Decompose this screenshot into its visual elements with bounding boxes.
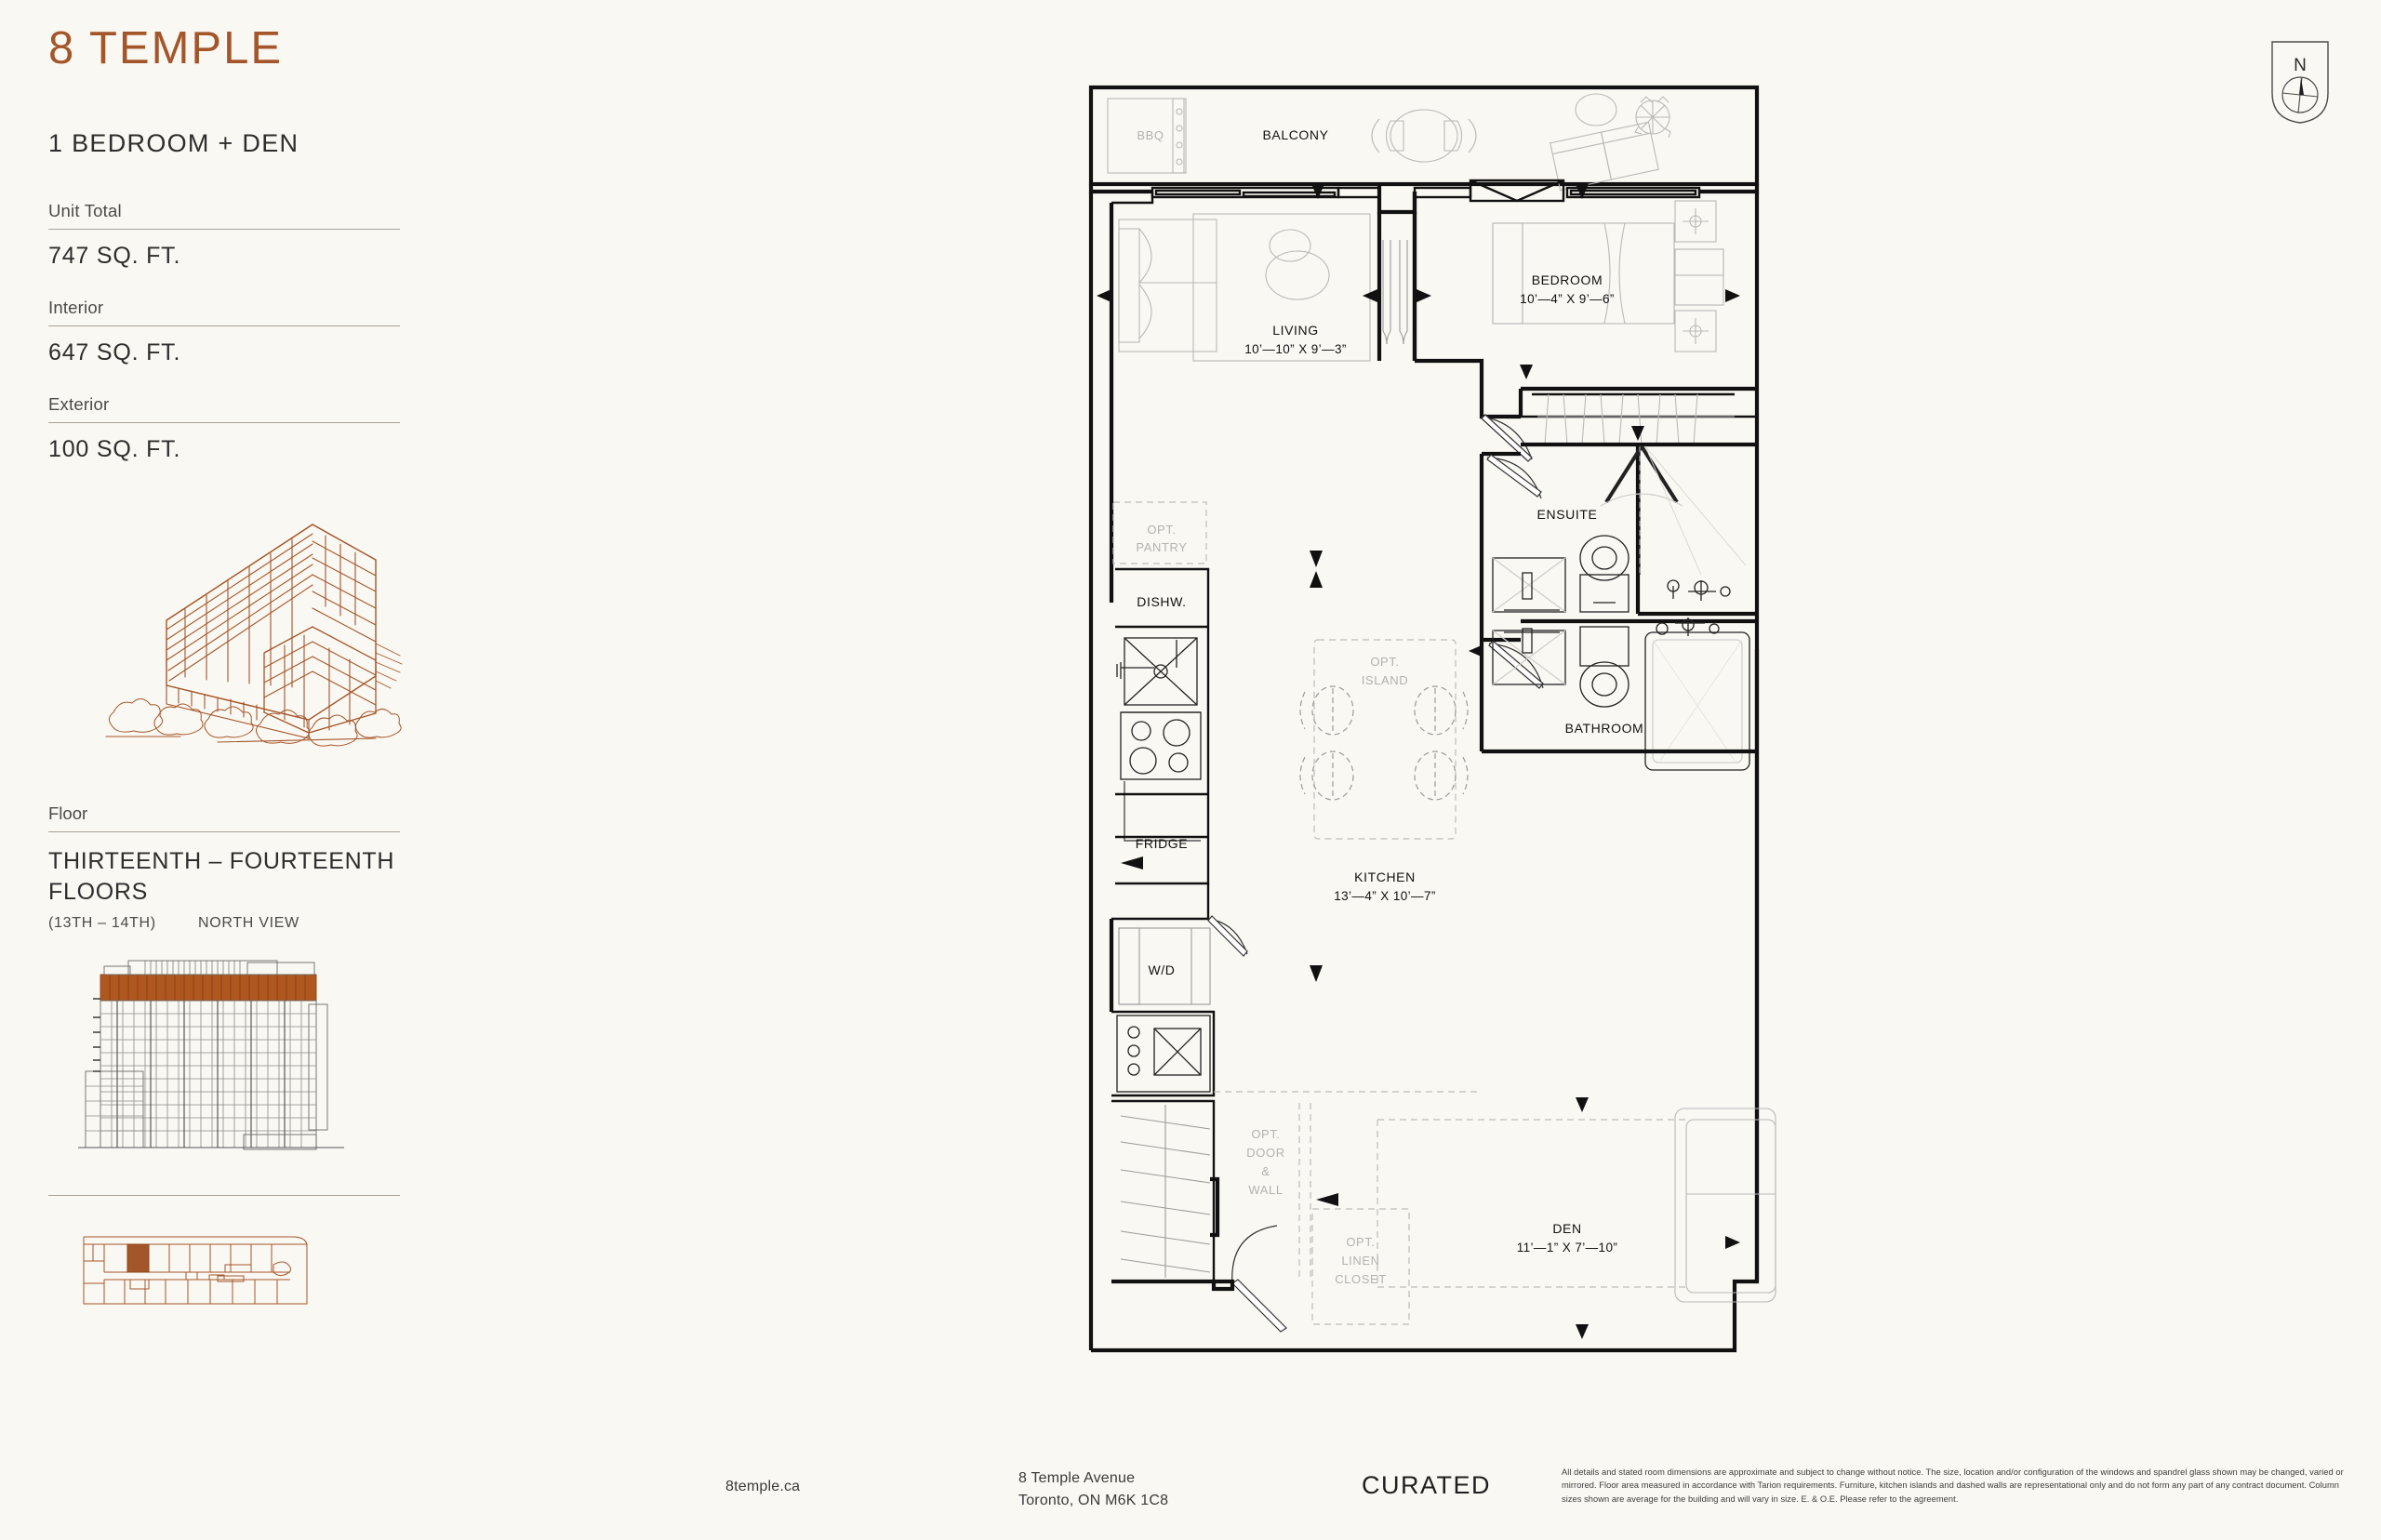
floor-view: NORTH VIEW bbox=[197, 915, 299, 931]
spec-label-unit-total: Unit Total bbox=[48, 201, 400, 230]
plan-label-opt-linen-2: LINEN bbox=[1341, 1254, 1379, 1268]
spec-value-unit-total: 747 SQ. FT. bbox=[48, 243, 181, 269]
plan-label-opt-door-1: OPT. bbox=[1251, 1127, 1280, 1141]
plan-label-balcony: BALCONY bbox=[1262, 127, 1328, 142]
plan-dims-kitchen: 13’—4” X 10’—7” bbox=[1334, 889, 1436, 903]
footer-address-line2: Toronto, ON M6K 1C8 bbox=[1018, 1493, 1169, 1508]
key-plan-diagram bbox=[76, 1224, 346, 1308]
plan-label-bbq: BBQ bbox=[1137, 128, 1164, 142]
keyplan-divider bbox=[48, 1195, 400, 1196]
plan-label-opt-door-2: DOOR bbox=[1246, 1146, 1284, 1160]
footer-disclaimer: All details and stated room dimensions a… bbox=[1562, 1467, 2344, 1504]
spec-exterior: Exterior 100 SQ. FT. bbox=[48, 394, 402, 463]
floor-sub: (13TH – 14TH) NORTH VIEW bbox=[48, 908, 402, 932]
compass-north-letter: N bbox=[2294, 56, 2307, 75]
footer-address: 8 Temple Avenue Toronto, ON M6K 1C8 bbox=[1018, 1467, 1168, 1512]
plan-label-opt-island-2: ISLAND bbox=[1362, 673, 1409, 687]
plan-label-opt-door-4: WALL bbox=[1248, 1183, 1283, 1197]
building-perspective-illustration bbox=[69, 504, 432, 764]
plan-dims-bedroom: 10’—4” X 9’—6” bbox=[1520, 292, 1615, 306]
unit-type-heading: 1 BEDROOM + DEN bbox=[48, 129, 299, 157]
plan-label-bathroom: BATHROOM bbox=[1565, 721, 1644, 736]
floor-label: Floor bbox=[48, 803, 400, 832]
plan-label-kitchen: KITCHEN bbox=[1354, 870, 1416, 884]
building-elevation-diagram bbox=[65, 950, 372, 1178]
plan-label-opt-pantry-1: OPT. bbox=[1147, 523, 1176, 537]
plan-label-living: LIVING bbox=[1272, 323, 1319, 338]
spec-label-interior: Interior bbox=[48, 298, 400, 326]
plan-label-fridge: FRIDGE bbox=[1136, 836, 1189, 851]
spec-value-exterior: 100 SQ. FT. bbox=[48, 436, 181, 462]
floor-value: THIRTEENTH – FOURTEENTH FLOORS bbox=[48, 848, 395, 905]
footer-address-line1: 8 Temple Avenue bbox=[1018, 1470, 1136, 1486]
spec-unit-total: Unit Total 747 SQ. FT. bbox=[48, 201, 402, 270]
plan-label-opt-pantry-2: PANTRY bbox=[1136, 540, 1187, 554]
spec-label-exterior: Exterior bbox=[48, 394, 400, 423]
floor-range: (13TH – 14TH) bbox=[48, 915, 156, 931]
plan-label-opt-door-3: & bbox=[1261, 1164, 1270, 1178]
curated-logo: CURATED bbox=[1362, 1471, 1492, 1499]
spec-value-interior: 647 SQ. FT. bbox=[48, 339, 181, 365]
floor-block: Floor THIRTEENTH – FOURTEENTH FLOORS (13… bbox=[48, 803, 402, 932]
sidebar: 8 TEMPLE 1 BEDROOM + DEN Unit Total 747 … bbox=[48, 23, 403, 1308]
plan-label-dishwasher: DISHW. bbox=[1137, 594, 1186, 609]
plan-dims-living: 10’—10” X 9’—3” bbox=[1244, 342, 1347, 356]
plan-label-opt-island-1: OPT. bbox=[1370, 655, 1399, 669]
plan-label-bedroom: BEDROOM bbox=[1532, 272, 1603, 287]
footer-website[interactable]: 8temple.ca bbox=[725, 1479, 801, 1494]
plan-label-washer-dryer: W/D bbox=[1148, 962, 1175, 977]
brand-title: 8 TEMPLE bbox=[48, 23, 284, 73]
plan-label-den: DEN bbox=[1552, 1221, 1581, 1236]
plan-dims-den: 11’—1” X 7’—10” bbox=[1517, 1241, 1618, 1255]
plan-label-opt-linen-1: OPT. bbox=[1346, 1235, 1375, 1249]
spec-interior: Interior 647 SQ. FT. bbox=[48, 298, 402, 366]
floor-plan-drawing: .w { fill:none; stroke:#111; stroke-widt… bbox=[1084, 82, 1790, 1356]
compass-rose: N bbox=[2268, 37, 2333, 126]
plan-label-opt-linen-3: CLOSET bbox=[1335, 1272, 1387, 1286]
plan-label-ensuite: ENSUITE bbox=[1537, 507, 1598, 522]
